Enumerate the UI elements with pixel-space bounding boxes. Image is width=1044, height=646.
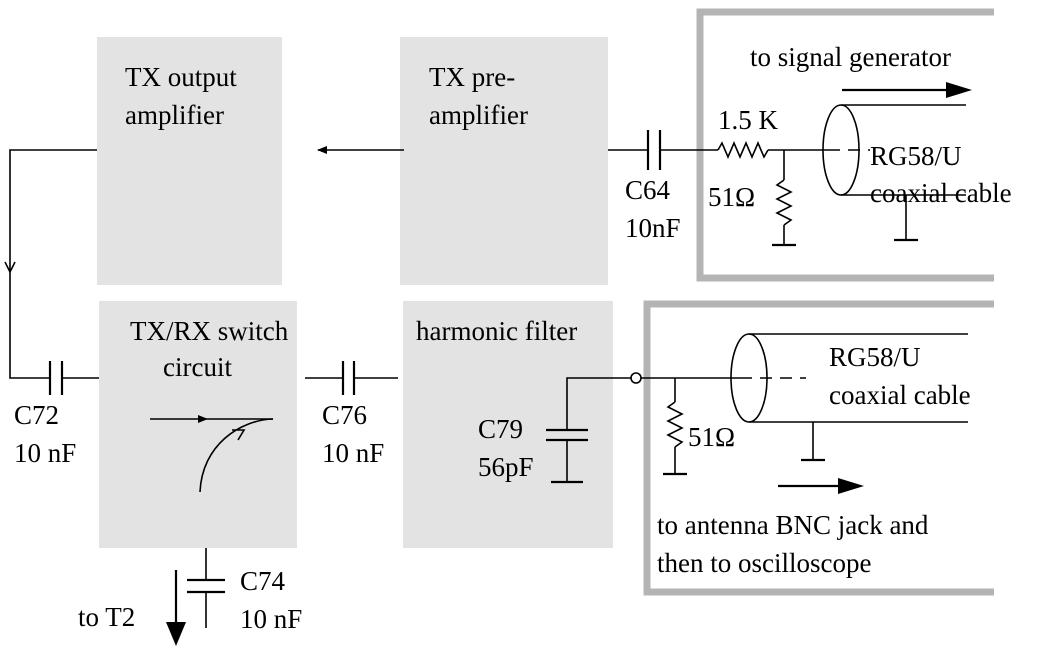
harmonic-filter-label: harmonic filter xyxy=(416,316,577,346)
c76-value: 10 nF xyxy=(322,438,384,468)
txrx-label-2: circuit xyxy=(163,352,232,382)
output-node xyxy=(630,372,642,384)
r-load-top-zigzag xyxy=(775,179,793,226)
txrx-label-1: TX/RX switch xyxy=(130,316,289,346)
antenna-label-2: then to oscilloscope xyxy=(657,548,871,578)
antenna-arrow-icon xyxy=(838,478,864,494)
switch-rx-curve xyxy=(199,418,274,493)
txrx-switch-block xyxy=(99,301,297,548)
antenna-label-1: to antenna BNC jack and xyxy=(657,510,929,540)
switch-rx-arrowhead xyxy=(232,429,246,441)
tx-output-label-1: TX output xyxy=(125,62,237,92)
top-coax-label-1: RG58/U xyxy=(870,141,962,171)
r-load-top-label: 51Ω xyxy=(708,182,755,212)
c64-name: C64 xyxy=(625,175,671,205)
c72-value: 10 nF xyxy=(14,438,76,468)
r-load-bottom-zigzag xyxy=(666,401,684,448)
tx-pre-label-2: amplifier xyxy=(429,100,528,130)
r-load-bottom-label: 51Ω xyxy=(688,422,735,452)
r-series-zigzag xyxy=(717,140,769,160)
signal-generator-frame xyxy=(696,8,994,282)
bottom-coax-label-2: coaxial cable xyxy=(829,380,971,410)
r-series-label: 1.5 K xyxy=(718,105,779,135)
c74-value: 10 nF xyxy=(240,604,302,634)
tx-output-label-2: amplifier xyxy=(125,100,224,130)
down-arrow-icon xyxy=(4,261,16,274)
to-t2-arrow-icon xyxy=(166,622,186,646)
c76-name: C76 xyxy=(322,400,367,430)
output-feedback-wire xyxy=(9,149,97,379)
c72-name: C72 xyxy=(14,400,59,430)
to-t2-label: to T2 xyxy=(78,602,135,632)
tx-pre-label-1: TX pre- xyxy=(429,62,515,92)
top-coax-label-2: coaxial cable xyxy=(870,178,1012,208)
c79-name: C79 xyxy=(478,414,523,444)
oscilloscope-frame xyxy=(643,300,994,596)
signal-generator-label: to signal generator xyxy=(750,42,951,72)
c79-top-wire xyxy=(566,377,631,430)
bottom-coax-label-1: RG58/U xyxy=(829,342,921,372)
tx-output-amplifier-block xyxy=(97,37,282,285)
c64-value: 10nF xyxy=(625,213,681,243)
c79-value: 56pF xyxy=(478,452,534,482)
c74-name: C74 xyxy=(240,566,286,596)
tx-preamplifier-block xyxy=(400,37,608,285)
signal-generator-arrow-icon xyxy=(946,82,972,98)
harmonic-filter-block xyxy=(403,301,613,548)
